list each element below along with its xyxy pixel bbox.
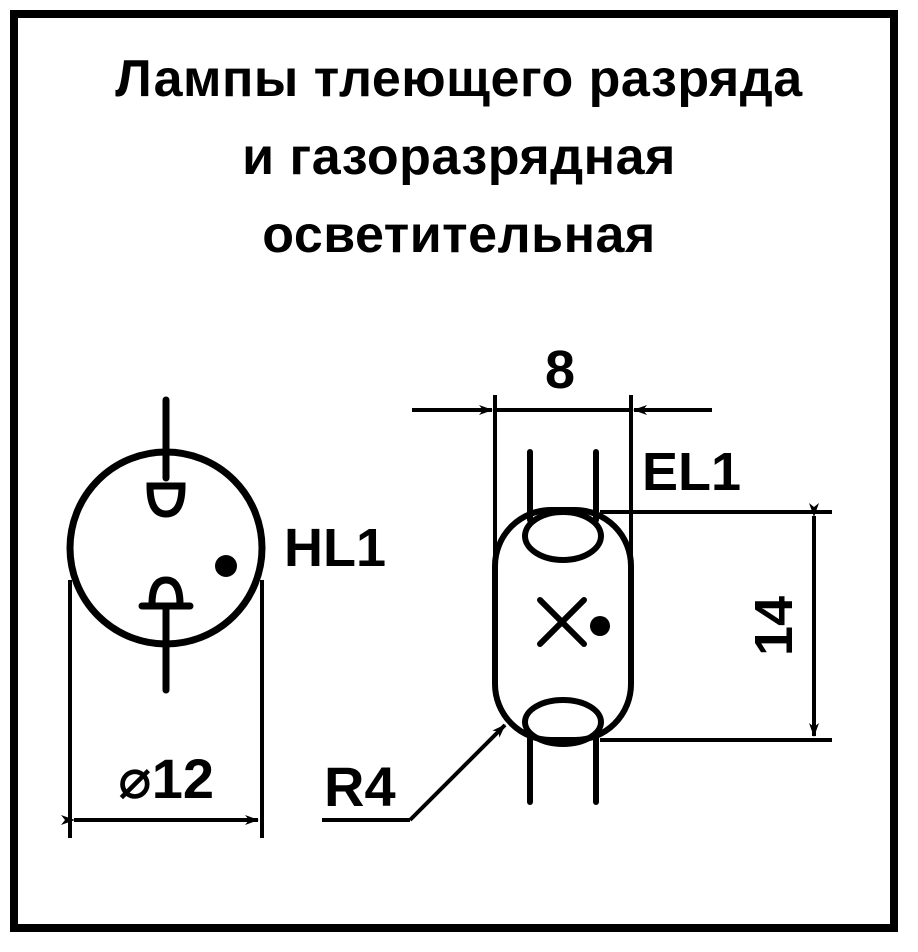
title-line-3: осветительная (262, 206, 656, 264)
title-line-2: и газоразрядная (242, 128, 676, 186)
glow-lamp-gas-dot (215, 555, 237, 577)
glow-lamp-top-electrode (146, 482, 186, 518)
discharge-lamp-width-dimension (412, 395, 712, 690)
discharge-lamp-height-dimension (600, 503, 832, 742)
discharge-lamp-gas-dot (590, 616, 610, 636)
title-line-1: Лампы тлеющего разряда (115, 50, 803, 108)
glow-lamp-diameter-dimension (61, 580, 264, 838)
discharge-lamp-ref-label: EL1 (642, 442, 741, 502)
discharge-lamp-top-electrode (522, 509, 604, 563)
discharge-lamp-width-label: 8 (545, 340, 575, 400)
discharge-lamp-cross-b (537, 597, 587, 647)
discharge-lamp-bottom-electrode (522, 697, 604, 747)
radius-leader-line (408, 723, 507, 822)
discharge-lamp-height-label: 14 (744, 596, 804, 656)
glow-lamp-bottom-electrode (148, 576, 184, 608)
glow-lamp-diameter-label: ⌀12 (118, 747, 214, 810)
page-title: Лампы тлеющего разряда и газоразрядная о… (18, 40, 900, 274)
glow-lamp-symbol (66, 396, 266, 694)
discharge-lamp-radius-label: R4 (324, 755, 396, 818)
discharge-lamp-radius-leader (322, 723, 507, 822)
discharge-lamp-symbol (492, 449, 634, 805)
glow-lamp-ref-label: HL1 (284, 518, 386, 578)
